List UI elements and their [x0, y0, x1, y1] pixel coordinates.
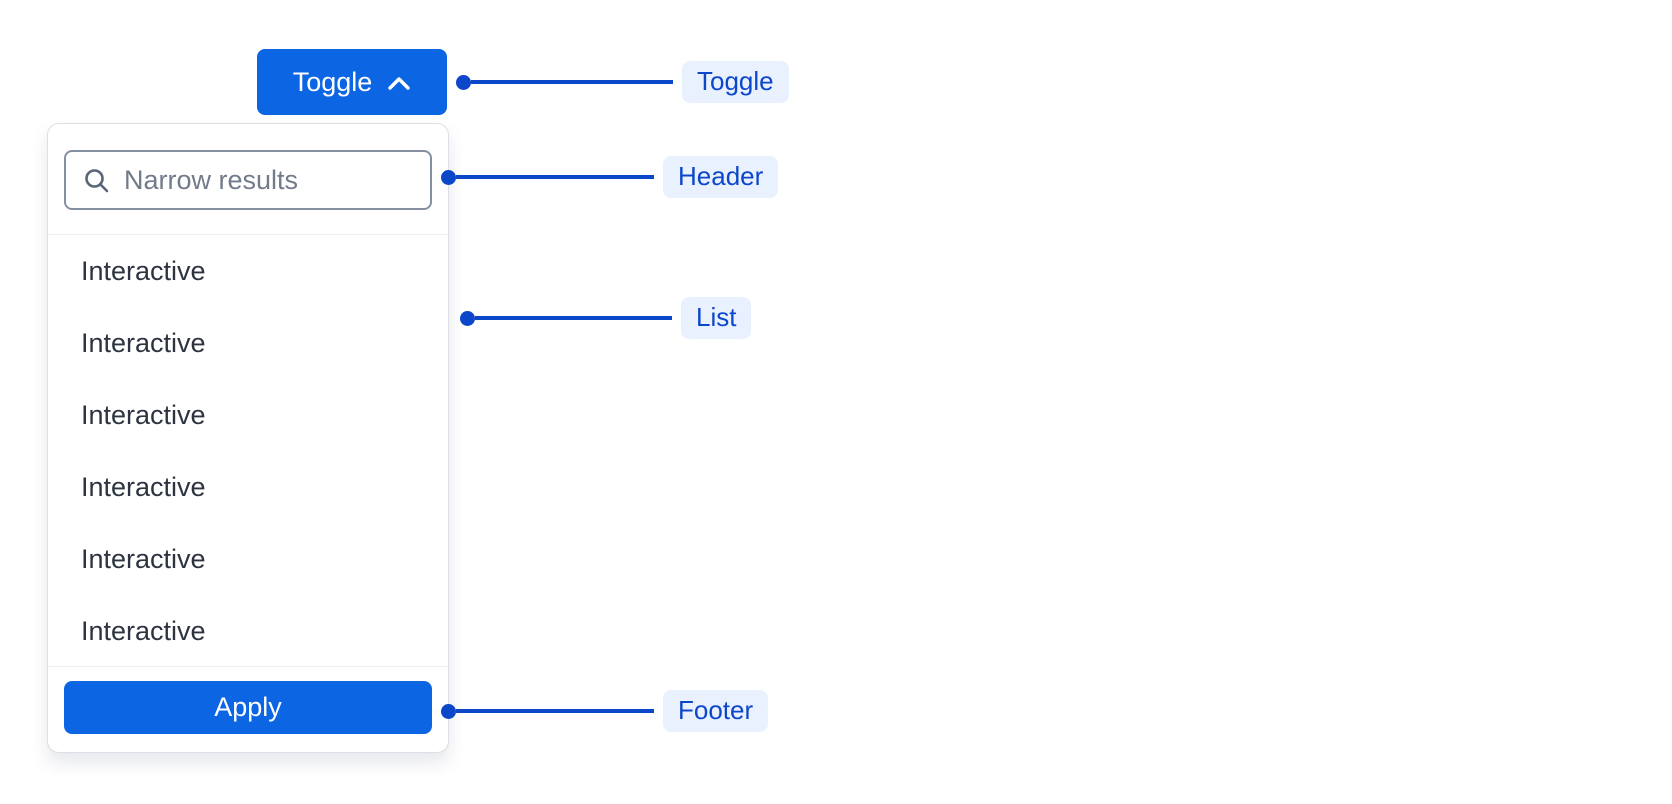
callout-list: List — [460, 297, 752, 339]
list-item[interactable]: Interactive — [81, 543, 206, 574]
list-item[interactable]: Interactive — [81, 255, 206, 286]
header-divider — [48, 234, 448, 235]
dropdown-list: Interactive Interactive Interactive Inte… — [48, 235, 448, 666]
callout-line — [456, 709, 654, 713]
callout-line — [456, 175, 654, 179]
dropdown-panel: Interactive Interactive Interactive Inte… — [47, 123, 449, 753]
callout-toggle: Toggle — [456, 61, 789, 103]
search-input[interactable] — [124, 152, 430, 208]
callout-header: Header — [441, 156, 779, 198]
callout-dot — [441, 703, 456, 719]
callout-label-list: List — [681, 297, 752, 339]
list-item[interactable]: Interactive — [81, 327, 206, 358]
dropdown-footer: Apply — [48, 667, 448, 752]
callout-label-header: Header — [663, 156, 779, 198]
list-item[interactable]: Interactive — [81, 399, 206, 430]
callout-line — [475, 316, 672, 320]
dropdown-header — [48, 124, 448, 234]
list-item[interactable]: Interactive — [81, 615, 206, 646]
callout-dot — [456, 74, 471, 90]
list-item[interactable]: Interactive — [81, 471, 206, 502]
footer-divider — [48, 666, 448, 667]
callout-label-footer: Footer — [663, 690, 769, 732]
apply-button[interactable]: Apply — [64, 681, 432, 734]
callout-line — [471, 80, 673, 84]
callout-dot — [441, 169, 456, 185]
toggle-button[interactable]: Toggle — [257, 49, 447, 115]
callout-footer: Footer — [441, 690, 769, 732]
search-field[interactable] — [64, 150, 432, 210]
callout-dot — [460, 310, 475, 326]
search-icon — [66, 167, 124, 194]
toggle-button-label: Toggle — [292, 66, 373, 97]
callout-label-toggle: Toggle — [682, 61, 789, 103]
chevron-up-icon — [387, 73, 411, 91]
